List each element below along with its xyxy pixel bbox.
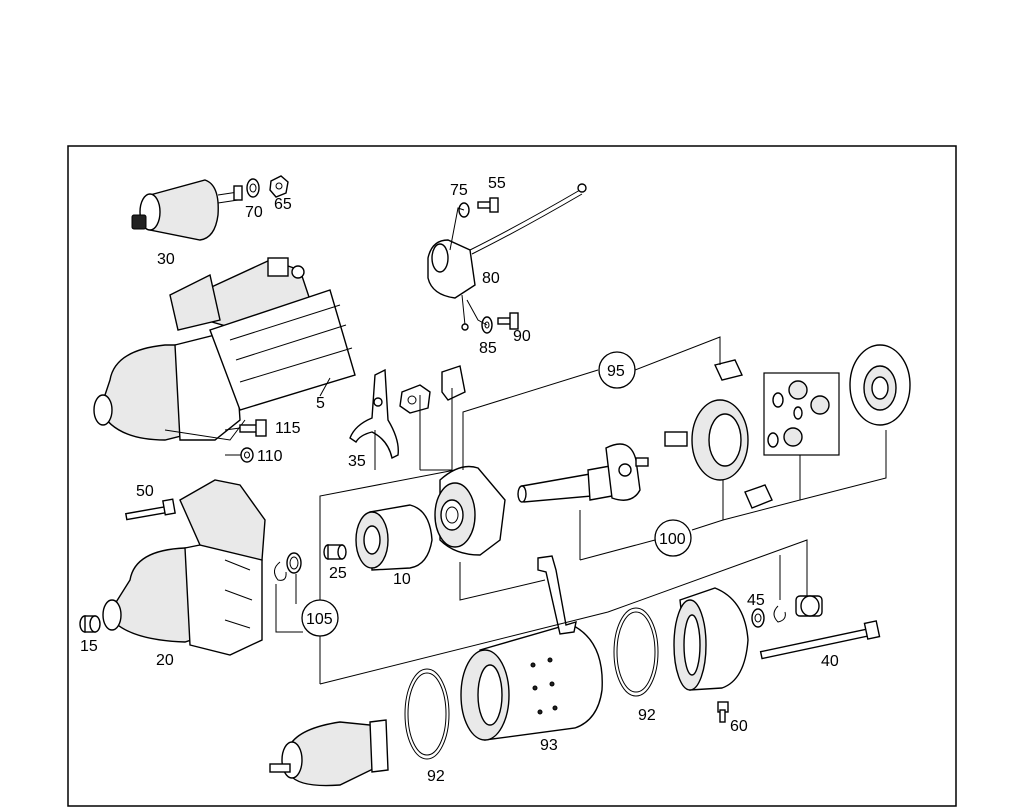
through-bolt-part-40 (759, 620, 881, 660)
washer-part-70 (246, 178, 260, 198)
part-label-92-front: 92 (427, 768, 445, 785)
drive-shaft-part (517, 443, 649, 503)
part-label-60: 60 (730, 718, 748, 735)
commutator-end-cover-part (673, 587, 749, 691)
part-label-20: 20 (156, 652, 174, 669)
part-label-105: 105 (306, 611, 333, 628)
part-label-75: 75 (450, 182, 468, 199)
screw-part-60 (717, 701, 729, 723)
pinion-drive-part-10 (355, 504, 433, 571)
ring-gear-part (664, 359, 773, 509)
part-label-100: 100 (659, 531, 686, 548)
part-label-115: 115 (275, 420, 301, 437)
part-label-25: 25 (329, 565, 347, 582)
cap-part (795, 595, 823, 617)
o-ring-part-92-rear (613, 607, 659, 697)
part-label-92-rear: 92 (638, 707, 656, 724)
part-label-35: 35 (348, 453, 366, 470)
part-label-90: 90 (513, 328, 531, 345)
bolt-part-50 (124, 498, 176, 521)
washer-part-110 (240, 447, 254, 463)
bushing-part-15 (79, 615, 101, 633)
nut-part-65 (269, 175, 289, 198)
starter-motor-assembly-part (93, 257, 356, 441)
circlip-part (274, 561, 287, 581)
armature-part (269, 719, 389, 787)
bearing-plate-part (849, 344, 911, 426)
part-label-5: 5 (316, 395, 325, 412)
part-label-110: 110 (257, 448, 283, 465)
washer-part-45 (751, 608, 765, 628)
part-label-15: 15 (80, 638, 98, 655)
part-label-50: 50 (136, 483, 154, 500)
part-label-80: 80 (482, 270, 500, 287)
part-label-40: 40 (821, 653, 839, 670)
leader-lines (224, 207, 887, 685)
bushing-part-25 (323, 544, 347, 560)
planet-gears-set-part (763, 372, 840, 456)
part-label-85: 85 (479, 340, 497, 357)
part-label-65: 65 (274, 196, 292, 213)
part-label-30: 30 (157, 251, 175, 268)
part-label-70: 70 (245, 204, 263, 221)
part-label-93: 93 (540, 737, 558, 754)
screw-part-55 (477, 197, 499, 213)
callout-circle-105 (301, 599, 339, 637)
fork-lever-part-35 (349, 368, 399, 460)
part-label-45: 45 (747, 592, 765, 609)
solenoid-switch-part (131, 179, 243, 241)
part-label-95: 95 (607, 363, 625, 380)
bearing-block-part (399, 384, 431, 414)
callout-circle-95 (598, 351, 636, 389)
cover-with-cable-part (427, 183, 587, 331)
drive-end-housing-part-20 (102, 479, 266, 656)
o-ring-part-92-front (404, 668, 450, 760)
stop-ring-part (286, 552, 302, 574)
part-label-55: 55 (488, 175, 506, 192)
rubber-seal-part (441, 365, 466, 401)
screw-part-115 (239, 419, 267, 437)
callout-circle-100 (654, 519, 692, 557)
stator-housing-part-93 (460, 555, 603, 741)
diagram-frame (67, 145, 957, 807)
screw-part-90 (497, 312, 519, 330)
intermediate-bearing-part (434, 465, 506, 556)
part-label-10: 10 (393, 571, 411, 588)
retaining-clip-part (773, 605, 786, 623)
